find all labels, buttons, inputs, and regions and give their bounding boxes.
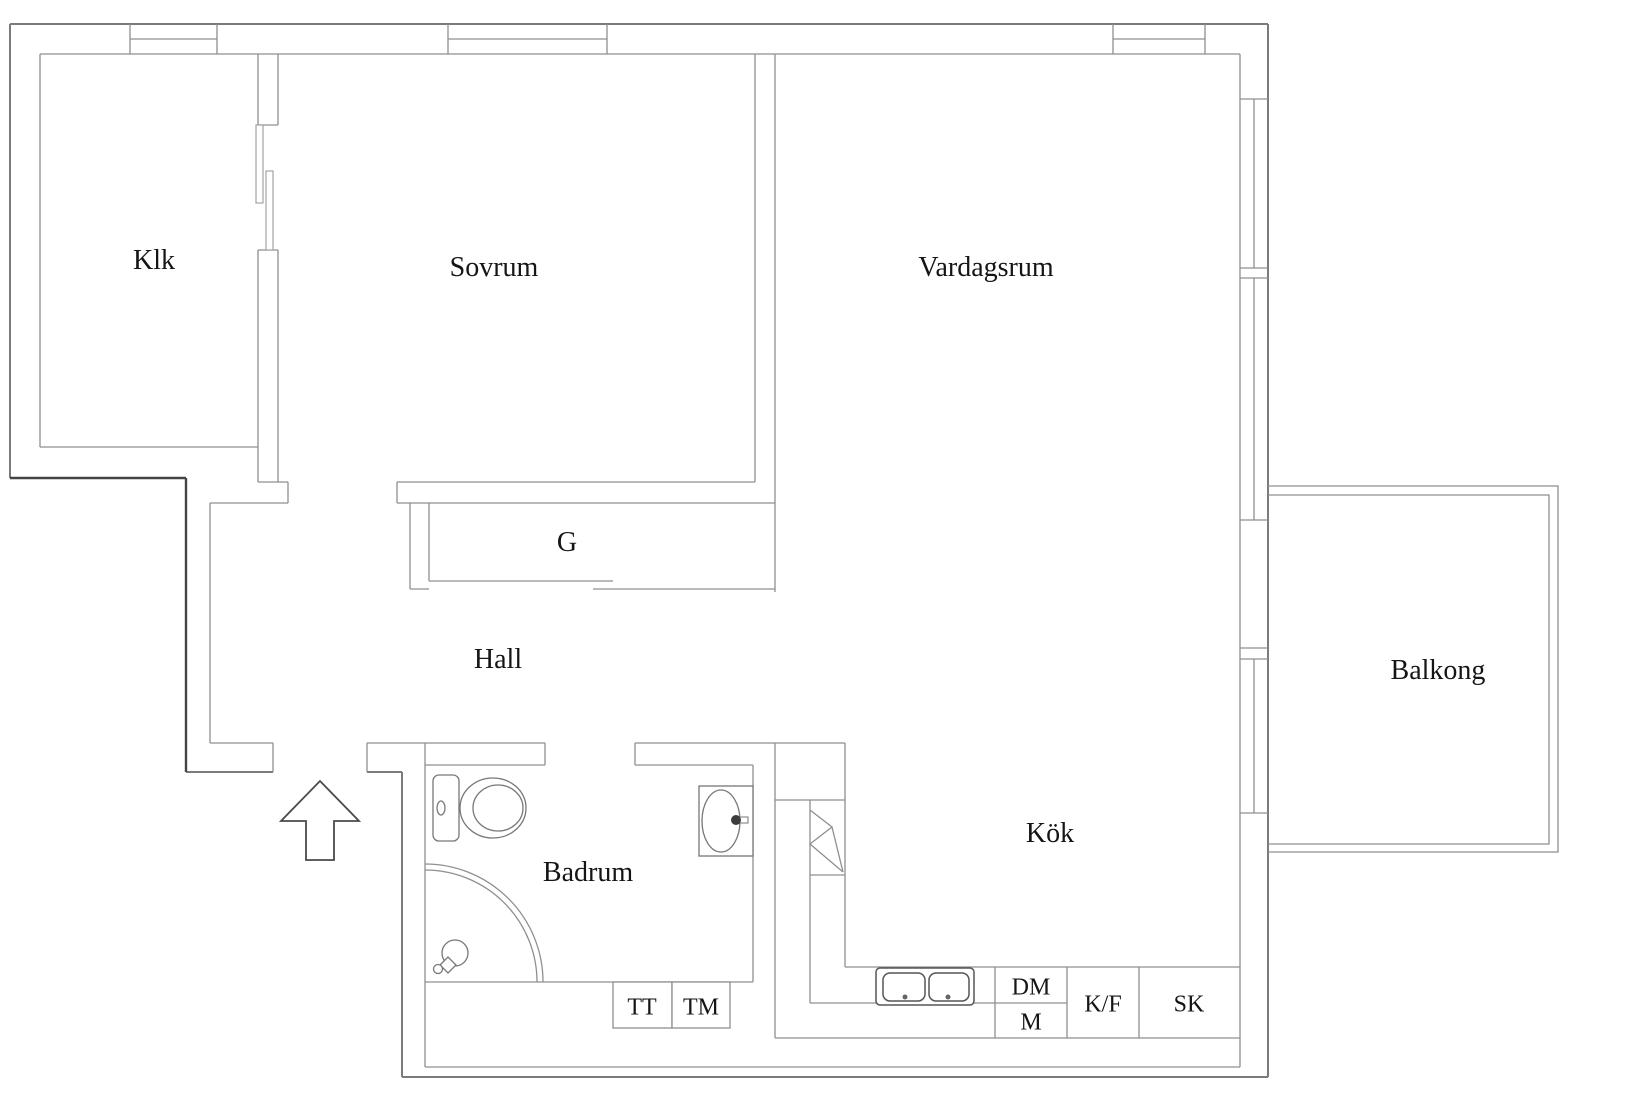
wall-klk bbox=[39, 54, 258, 448]
kitchen-sink-drain-left bbox=[902, 994, 908, 1000]
room-label-balkong: Balkong bbox=[1391, 655, 1486, 686]
window-sovrum bbox=[447, 24, 608, 54]
windows bbox=[129, 24, 1268, 814]
kitchen-sink-drain-right bbox=[945, 994, 951, 1000]
sliding-door-icon bbox=[255, 124, 274, 251]
balcony-outer-rail bbox=[1268, 485, 1559, 853]
room-label-hall: Hall bbox=[474, 644, 522, 675]
balcony-railing bbox=[1268, 485, 1559, 853]
shower-door-arc-inner bbox=[424, 869, 538, 983]
sliding-door-leaf-1 bbox=[255, 124, 264, 204]
shaft-hatch bbox=[808, 809, 844, 873]
toilet-flush bbox=[436, 800, 446, 816]
room-label-sovrum: Sovrum bbox=[450, 252, 539, 283]
balcony-inner-rail bbox=[1268, 494, 1550, 845]
interior-walls bbox=[39, 53, 1241, 1068]
shower-head-arm bbox=[439, 956, 457, 974]
window-klk bbox=[129, 24, 218, 54]
room-label-badrum: Badrum bbox=[543, 857, 633, 888]
kitchen-sink-bowl-left bbox=[882, 972, 926, 1002]
balcony-door bbox=[1240, 647, 1268, 814]
room-labels: Klk Sovrum Vardagsrum G Hall Badrum Kök … bbox=[133, 245, 1485, 888]
room-label-vardagsrum: Vardagsrum bbox=[918, 252, 1054, 283]
ventilation-shaft-icon bbox=[808, 809, 844, 873]
sink-faucet bbox=[731, 815, 741, 825]
sliding-door-leaf-2 bbox=[265, 170, 274, 251]
toilet-bowl-rim bbox=[472, 784, 524, 832]
wall-badrum-kok bbox=[752, 743, 776, 1038]
room-label-garderob: G bbox=[557, 527, 577, 558]
unit-label-sk: SK bbox=[1174, 991, 1205, 1017]
wall-hall-bottom bbox=[210, 742, 368, 772]
kitchen-sink-icon bbox=[875, 967, 975, 1006]
unit-label-kf: K/F bbox=[1084, 991, 1121, 1017]
tm-box bbox=[671, 981, 731, 1029]
unit-label-tt: TT bbox=[627, 994, 657, 1020]
window-right-upper bbox=[1240, 98, 1268, 521]
window-vardagsrum bbox=[1112, 24, 1206, 54]
room-label-kok: Kök bbox=[1026, 818, 1074, 849]
wall-klk-sovrum bbox=[210, 54, 289, 504]
wardrobe-g bbox=[409, 503, 775, 590]
wall-sovrum-bottom bbox=[396, 481, 775, 504]
outer-wall-lower-left bbox=[186, 771, 403, 1077]
kitchen-sink-bowl-right bbox=[928, 972, 970, 1002]
unit-label-dm: DM bbox=[1012, 974, 1051, 1000]
toilet-icon bbox=[432, 774, 527, 842]
wall-kok-counter bbox=[775, 743, 1240, 1039]
outer-walls bbox=[9, 23, 1269, 1078]
appliance-boxes bbox=[612, 981, 731, 1029]
shower-door-arc-outer bbox=[424, 863, 544, 983]
wall-sovrum-vardagsrum bbox=[754, 54, 776, 592]
shower-icon bbox=[424, 863, 544, 983]
unit-labels: TT TM DM M K/F SK bbox=[627, 974, 1205, 1035]
outer-wall-klk-bottom bbox=[10, 476, 188, 772]
bathroom-sink-icon bbox=[698, 785, 754, 857]
unit-label-m: M bbox=[1020, 1009, 1041, 1035]
wall-badrum-top bbox=[367, 742, 845, 766]
room-label-klk: Klk bbox=[133, 245, 175, 276]
wardrobe-g-outline bbox=[409, 503, 775, 590]
entrance-arrow-icon bbox=[278, 779, 362, 861]
unit-label-tm: TM bbox=[683, 994, 719, 1020]
shower-head-knob bbox=[432, 963, 444, 975]
toilet-tank bbox=[432, 774, 460, 842]
